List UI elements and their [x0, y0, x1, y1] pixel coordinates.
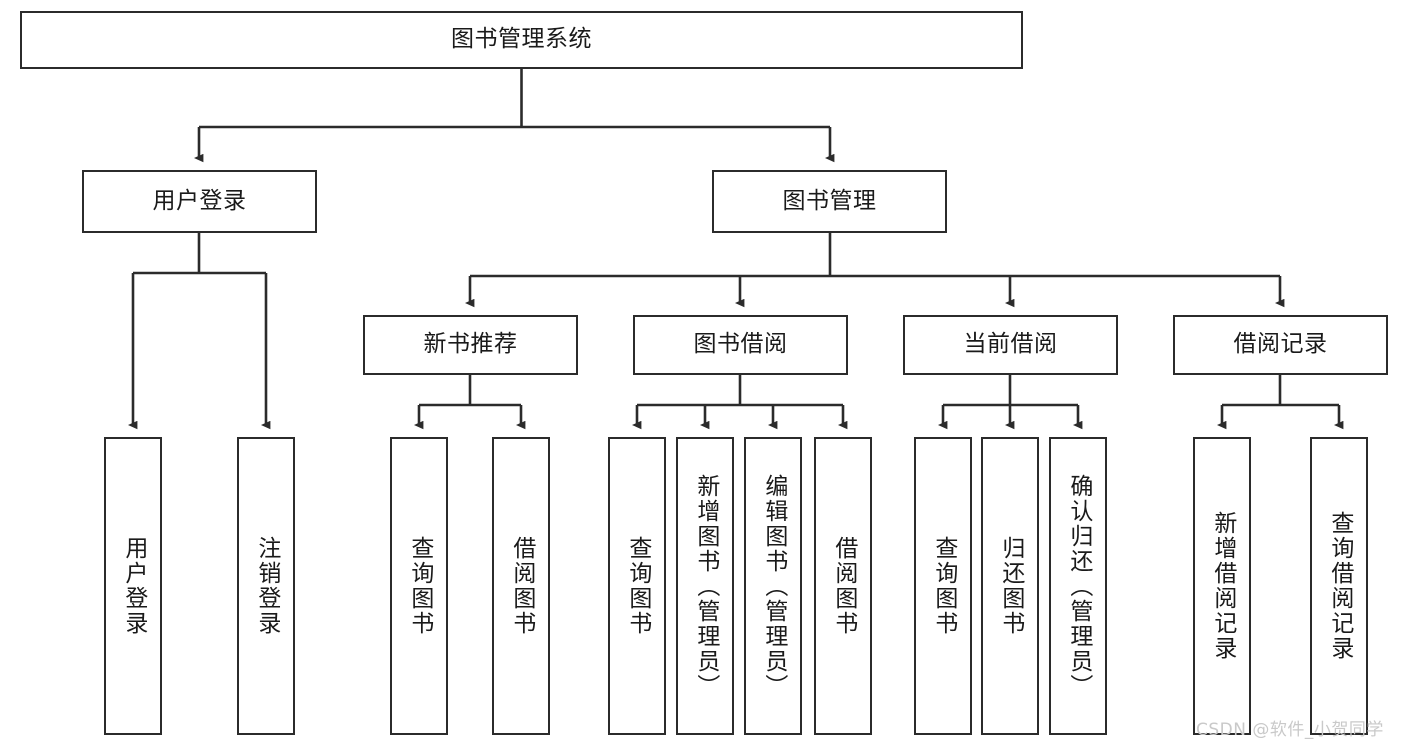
leaf-user-login[interactable]: 用户登录 — [104, 437, 162, 735]
leaf-confirm-return[interactable]: 确认归还（管理员） — [1049, 437, 1107, 735]
node-label: 用户登录 — [120, 536, 147, 636]
leaf-query-book-3[interactable]: 查询图书 — [914, 437, 972, 735]
node-label: 新增借阅记录 — [1209, 511, 1236, 661]
node-label: 借阅记录 — [1233, 331, 1328, 358]
node-book-management[interactable]: 图书管理 — [712, 170, 947, 233]
leaf-query-book-1[interactable]: 查询图书 — [390, 437, 448, 735]
node-label: 借阅图书 — [830, 536, 857, 636]
node-new-book-recommend[interactable]: 新书推荐 — [363, 315, 578, 375]
leaf-borrow-book-1[interactable]: 借阅图书 — [492, 437, 550, 735]
node-label: 图书管理 — [782, 187, 877, 214]
node-label: 查询图书 — [406, 536, 433, 636]
leaf-edit-book[interactable]: 编辑图书（管理员） — [744, 437, 802, 735]
leaf-query-record[interactable]: 查询借阅记录 — [1310, 437, 1368, 735]
node-label: 用户登录 — [152, 187, 247, 214]
leaf-add-record[interactable]: 新增借阅记录 — [1193, 437, 1251, 735]
leaf-return-book[interactable]: 归还图书 — [981, 437, 1039, 735]
node-label: 编辑图书（管理员） — [760, 473, 787, 699]
node-label: 查询借阅记录 — [1326, 511, 1353, 661]
node-label: 新增图书（管理员） — [692, 473, 719, 699]
node-label: 注销登录 — [253, 536, 280, 636]
node-label: 当前借阅 — [963, 331, 1058, 358]
csdn-watermark: CSDN @软件_小贺同学 — [1196, 720, 1384, 740]
node-label: 确认归还（管理员） — [1065, 473, 1092, 699]
node-label: 查询图书 — [624, 536, 651, 636]
node-user-login[interactable]: 用户登录 — [82, 170, 317, 233]
node-root-book-management-system[interactable]: 图书管理系统 — [20, 11, 1023, 69]
node-label: 图书管理系统 — [451, 26, 592, 53]
node-label: 查询图书 — [930, 536, 957, 636]
leaf-add-book[interactable]: 新增图书（管理员） — [676, 437, 734, 735]
leaf-query-book-2[interactable]: 查询图书 — [608, 437, 666, 735]
leaf-user-logout[interactable]: 注销登录 — [237, 437, 295, 735]
node-label: 借阅图书 — [508, 536, 535, 636]
node-current-borrow[interactable]: 当前借阅 — [903, 315, 1118, 375]
node-borrow-record[interactable]: 借阅记录 — [1173, 315, 1388, 375]
node-book-borrow[interactable]: 图书借阅 — [633, 315, 848, 375]
node-label: 图书借阅 — [693, 331, 788, 358]
node-label: 归还图书 — [997, 536, 1024, 636]
node-label: 新书推荐 — [423, 331, 518, 358]
leaf-borrow-book-2[interactable]: 借阅图书 — [814, 437, 872, 735]
